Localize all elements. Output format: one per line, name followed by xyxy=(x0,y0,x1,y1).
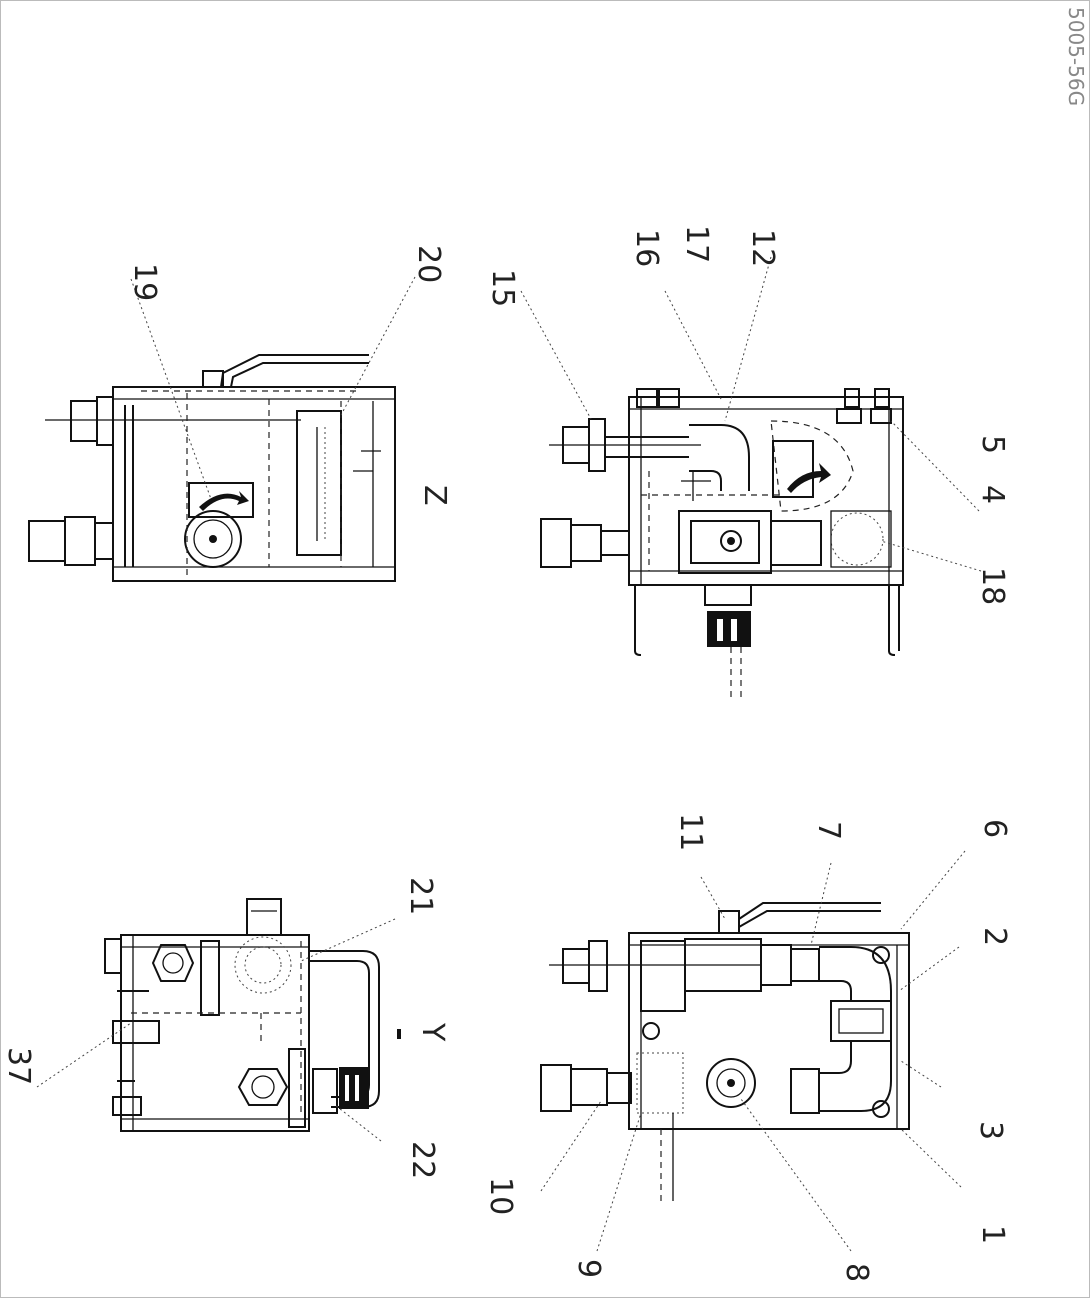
label-15: 15 xyxy=(485,269,520,307)
label-11: 11 xyxy=(673,813,708,851)
view-top-right xyxy=(520,256,982,701)
view-mark-z: Z xyxy=(417,485,452,506)
drain-cap xyxy=(706,1058,756,1108)
label-18: 19 xyxy=(127,263,162,301)
label-4: 4 xyxy=(975,485,1010,504)
label-9: 9 xyxy=(571,1259,606,1278)
nameplate xyxy=(296,410,342,556)
union-nut xyxy=(830,1000,892,1042)
label-17: 17 xyxy=(679,225,714,263)
view-top-right-frame xyxy=(628,396,904,586)
direction-plate xyxy=(188,482,254,518)
label-19: 20 xyxy=(411,245,446,283)
view-bottom-right-frame xyxy=(628,932,910,1130)
gauge xyxy=(184,510,242,568)
label-2: 2 xyxy=(977,927,1012,946)
label-7: 7 xyxy=(811,821,846,840)
label-5: 5 xyxy=(975,435,1010,454)
label-22: 18 xyxy=(975,567,1010,605)
label-37: 37 xyxy=(1,1047,36,1085)
view-y-frame xyxy=(120,934,310,1132)
label-10: 10 xyxy=(483,1177,518,1215)
fitting-top xyxy=(70,400,98,442)
view-bottom-right xyxy=(540,850,966,1252)
label-1: 1 xyxy=(975,1225,1010,1244)
label-21: 22 xyxy=(405,1141,440,1179)
label-8: 8 xyxy=(839,1263,874,1282)
view-y xyxy=(36,898,401,1142)
label-6: 6 xyxy=(977,819,1012,838)
view-mark-y: Y xyxy=(415,1022,450,1042)
label-3: 3 xyxy=(973,1121,1008,1140)
label-16: 16 xyxy=(629,229,664,267)
label-12: 12 xyxy=(745,229,780,267)
view-z xyxy=(28,276,416,582)
label-20: 21 xyxy=(403,877,438,915)
doc-code: 5005-56G xyxy=(1064,7,1088,106)
